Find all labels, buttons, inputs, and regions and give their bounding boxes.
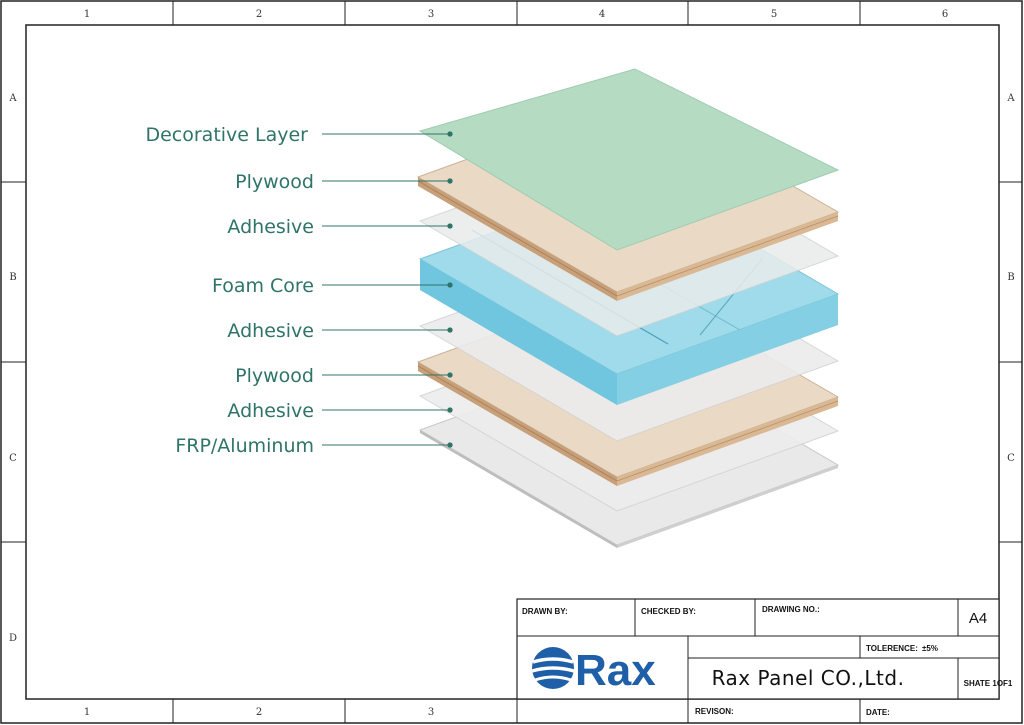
sheet-size: A4 bbox=[969, 610, 987, 627]
right-zone-labels: A B C bbox=[1006, 93, 1015, 464]
top-zone-labels: 1 2 3 4 5 6 bbox=[84, 9, 948, 20]
zone-col-label: 4 bbox=[599, 9, 605, 20]
logo-wordmark: Rax bbox=[575, 646, 656, 695]
zone-col-label: 5 bbox=[771, 9, 777, 20]
layer-stack-illustration bbox=[416, 68, 840, 548]
label-plywood: Plywood bbox=[235, 365, 314, 387]
side-zone-ticks bbox=[1, 181, 1022, 543]
drawn-by-label: DRAWN BY: bbox=[522, 607, 568, 616]
bottom-zone-labels: 1 2 3 bbox=[84, 707, 434, 718]
zone-col-label: 1 bbox=[84, 707, 90, 718]
callout-leaders bbox=[322, 131, 453, 448]
date-label: DATE: bbox=[866, 708, 890, 717]
zone-row-label: C bbox=[9, 453, 17, 464]
zone-row-label: B bbox=[1007, 272, 1014, 283]
zone-col-label: 1 bbox=[84, 9, 90, 20]
zone-row-label: A bbox=[1006, 93, 1015, 104]
layer-decorative bbox=[418, 68, 840, 251]
title-block: DRAWN BY: CHECKED BY: DRAWING NO.: A4 TO… bbox=[516, 598, 1013, 723]
label-plywood: Plywood bbox=[235, 171, 314, 193]
globe-icon bbox=[531, 647, 575, 689]
zone-col-label: 3 bbox=[428, 707, 434, 718]
zone-row-label: C bbox=[1007, 453, 1015, 464]
zone-col-label: 3 bbox=[428, 9, 434, 20]
layer-labels: Decorative Layer Plywood Adhesive Foam C… bbox=[145, 124, 314, 457]
top-zone-ticks bbox=[172, 1, 861, 25]
label-adhesive: Adhesive bbox=[227, 320, 314, 342]
zone-col-label: 2 bbox=[256, 707, 262, 718]
label-foam-core: Foam Core bbox=[212, 275, 314, 297]
tolerance-value: ±5% bbox=[922, 644, 938, 653]
zone-row-label: A bbox=[8, 93, 17, 104]
checked-by-label: CHECKED BY: bbox=[641, 607, 696, 616]
zone-row-label: B bbox=[9, 272, 16, 283]
zone-col-label: 6 bbox=[942, 9, 948, 20]
left-zone-labels: A B C D bbox=[8, 93, 17, 644]
rax-logo: Rax bbox=[531, 646, 656, 695]
label-adhesive: Adhesive bbox=[227, 216, 314, 238]
label-frp-aluminum: FRP/Aluminum bbox=[175, 435, 314, 457]
drawing-no-label: DRAWING NO.: bbox=[762, 605, 820, 614]
revision-label: REVISON: bbox=[695, 707, 734, 716]
zone-row-label: D bbox=[9, 633, 17, 644]
tolerance-label: TOLERENCE: bbox=[866, 644, 918, 653]
company-name: Rax Panel CO.,Ltd. bbox=[712, 666, 905, 690]
sheet-number: SHATE 1OF1 bbox=[964, 679, 1013, 688]
label-decorative-layer: Decorative Layer bbox=[145, 124, 308, 146]
zone-col-label: 2 bbox=[256, 9, 262, 20]
label-adhesive: Adhesive bbox=[227, 400, 314, 422]
